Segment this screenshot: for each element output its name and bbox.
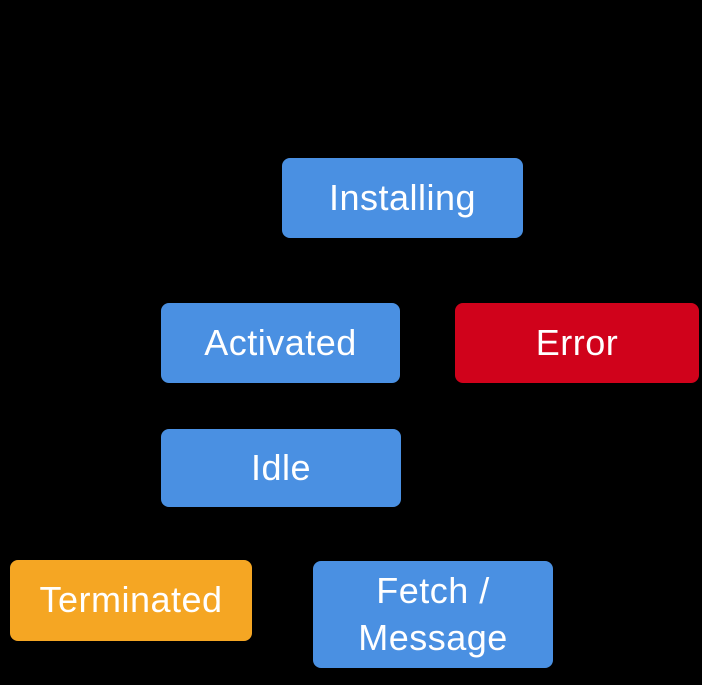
node-installing: Installing bbox=[282, 158, 523, 238]
node-error: Error bbox=[455, 303, 699, 383]
node-fetch-message: Fetch / Message bbox=[313, 561, 553, 668]
node-activated: Activated bbox=[161, 303, 400, 383]
node-idle: Idle bbox=[161, 429, 401, 507]
node-terminated: Terminated bbox=[10, 560, 252, 641]
